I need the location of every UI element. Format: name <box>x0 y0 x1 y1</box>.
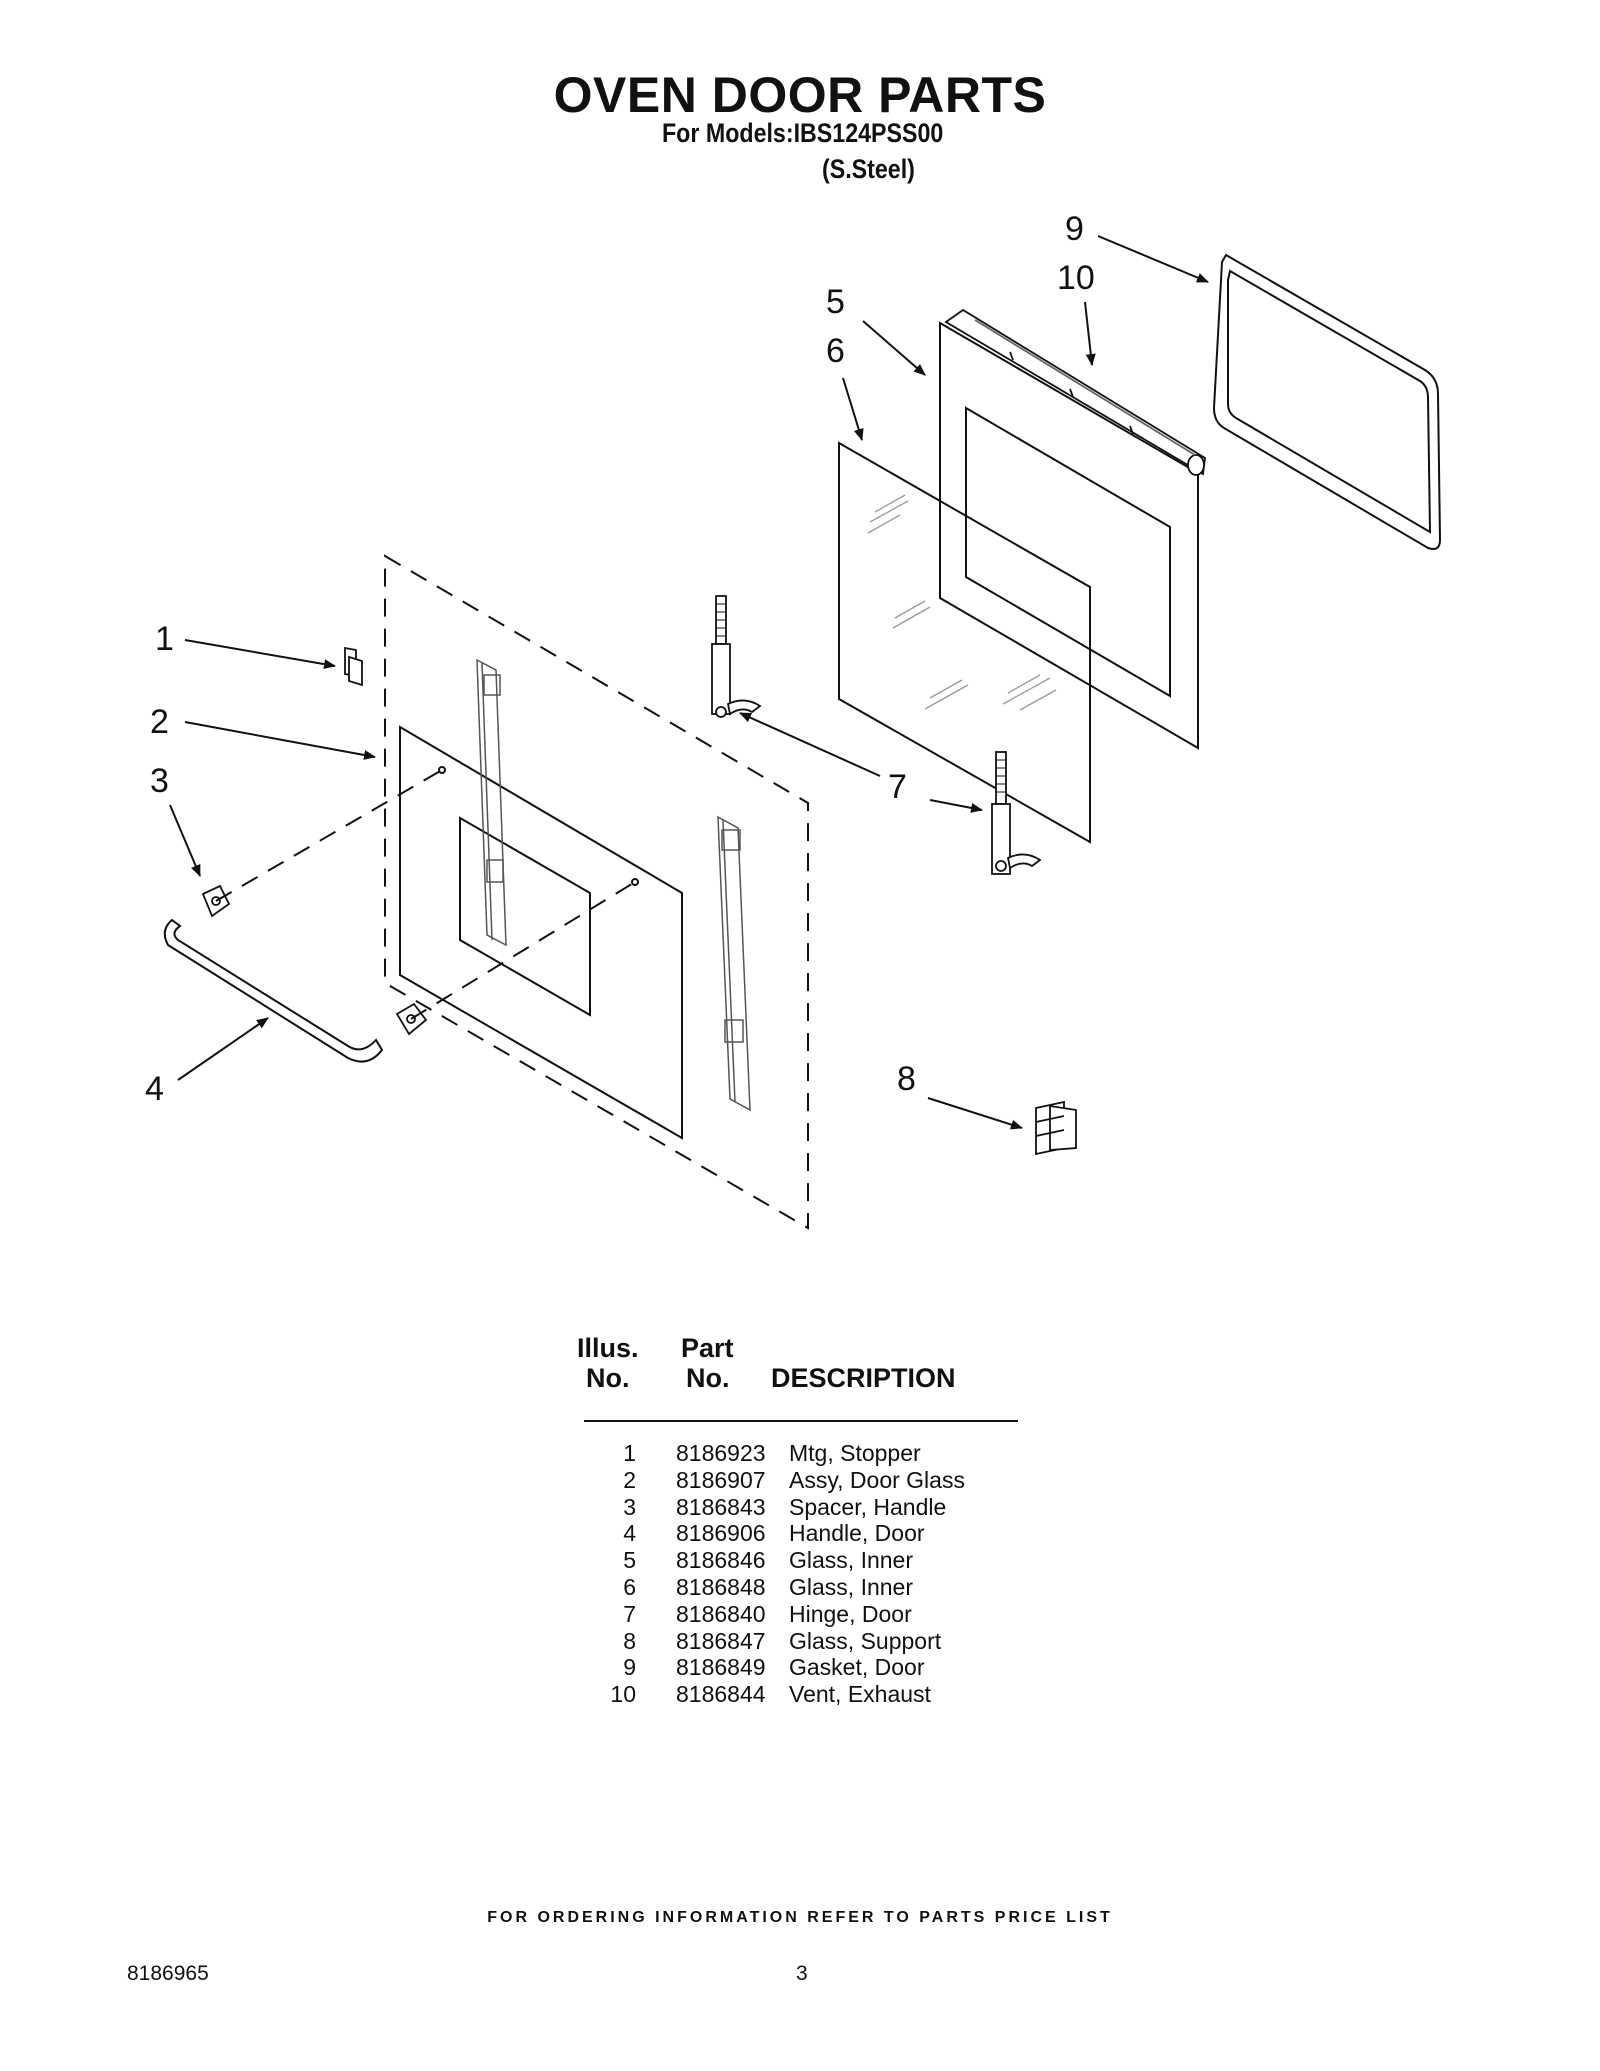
leader-7a <box>739 712 881 777</box>
part-no: 8186844 <box>676 1681 766 1708</box>
part-no: 8186847 <box>676 1627 766 1654</box>
description: Glass, Inner <box>789 1547 913 1574</box>
door-gasket-part <box>1212 253 1442 550</box>
part-no: 8186846 <box>676 1547 766 1574</box>
part-no: 8186840 <box>676 1600 766 1627</box>
table-row: 6 8186848 Glass, Inner <box>584 1574 1024 1601</box>
callout-2: 2 <box>150 703 169 741</box>
illus-no: 5 <box>623 1547 636 1574</box>
part-no: 8186848 <box>676 1573 766 1600</box>
illus-no: 7 <box>623 1600 636 1627</box>
callout-9: 9 <box>1065 210 1084 248</box>
leader-4 <box>177 1017 269 1081</box>
callout-3: 3 <box>150 762 169 800</box>
parts-table: 1 8186923 Mtg, Stopper 2 8186907 Assy, Door … <box>584 1440 1024 1708</box>
illus-no: 1 <box>623 1440 636 1466</box>
header-part-2: No. <box>686 1363 730 1393</box>
table-row: 4 8186906 Handle, Door <box>584 1520 1024 1547</box>
table-row: 8 8186847 Glass, Support <box>584 1628 1024 1655</box>
header-illus-1: Illus. <box>577 1333 639 1363</box>
door-hinge-lower-part <box>991 751 1042 875</box>
mounting-stopper-part <box>344 646 363 687</box>
description: Hinge, Door <box>789 1600 912 1627</box>
table-row: 3 8186843 Spacer, Handle <box>584 1494 1024 1521</box>
door-glass-assembly-part <box>399 725 683 1140</box>
description: Spacer, Handle <box>789 1493 947 1520</box>
leader-5 <box>862 320 926 376</box>
illus-no: 6 <box>623 1573 636 1600</box>
part-no: 8186923 <box>676 1440 766 1466</box>
door-channel-left <box>476 658 507 947</box>
part-no: 8186907 <box>676 1466 766 1493</box>
exhaust-vent-part <box>944 308 1206 476</box>
description: Assy, Door Glass <box>789 1466 965 1493</box>
door-channel-right <box>717 815 751 1112</box>
door-hinge-upper-part <box>711 595 762 718</box>
leader-9 <box>1097 235 1209 283</box>
table-rule <box>584 1420 1018 1422</box>
description: Vent, Exhaust <box>789 1681 931 1708</box>
callout-6: 6 <box>826 332 845 370</box>
color-line: (S.Steel) <box>822 154 915 184</box>
part-no: 8186906 <box>676 1520 766 1547</box>
page-title: OVEN DOOR PARTS <box>553 67 1047 123</box>
description: Mtg, Stopper <box>789 1440 921 1466</box>
leader-8 <box>927 1097 1023 1130</box>
callout-7: 7 <box>888 768 907 806</box>
header-part-1: Part <box>681 1333 734 1363</box>
document-number: 8186965 <box>127 1962 209 1985</box>
leader-3 <box>169 804 201 877</box>
callout-10: 10 <box>1057 259 1095 297</box>
description: Gasket, Door <box>789 1654 925 1681</box>
inner-glass-front-part <box>838 441 1091 844</box>
callout-1: 1 <box>155 620 174 658</box>
table-row: 7 8186840 Hinge, Door <box>584 1601 1024 1628</box>
leader-7b <box>929 799 983 813</box>
door-handle-part <box>163 918 384 1063</box>
header-illus-2: No. <box>586 1363 630 1393</box>
inner-glass-back-part <box>939 321 1199 750</box>
table-row: 10 8186844 Vent, Exhaust <box>584 1681 1024 1708</box>
part-no: 8186849 <box>676 1654 766 1681</box>
leader-2 <box>184 721 376 760</box>
illus-no: 8 <box>623 1627 636 1654</box>
illus-no: 10 <box>610 1681 636 1708</box>
leader-6 <box>842 377 864 441</box>
door-outline-dashed <box>384 554 809 1230</box>
description: Glass, Support <box>789 1627 942 1654</box>
leader-10 <box>1084 301 1096 366</box>
exploded-diagram <box>163 235 1442 1230</box>
illus-no: 2 <box>623 1466 636 1493</box>
leader-1 <box>184 639 336 670</box>
models-line: For Models:IBS124PSS00 <box>662 118 944 148</box>
glass-support-part <box>1035 1100 1077 1156</box>
callout-5: 5 <box>826 283 845 321</box>
description: Glass, Inner <box>789 1573 913 1600</box>
callout-4: 4 <box>145 1070 164 1108</box>
table-row: 1 8186923 Mtg, Stopper <box>584 1440 1024 1467</box>
illus-no: 3 <box>623 1493 636 1520</box>
table-row: 5 8186846 Glass, Inner <box>584 1547 1024 1574</box>
callout-8: 8 <box>897 1060 916 1098</box>
table-row: 9 8186849 Gasket, Door <box>584 1654 1024 1681</box>
illus-no: 9 <box>623 1654 636 1681</box>
ordering-note: FOR ORDERING INFORMATION REFER TO PARTS … <box>487 1909 1113 1926</box>
description: Handle, Door <box>789 1520 925 1547</box>
illus-no: 4 <box>623 1520 636 1547</box>
page-number: 3 <box>796 1962 808 1985</box>
table-row: 2 8186907 Assy, Door Glass <box>584 1467 1024 1494</box>
part-no: 8186843 <box>676 1493 766 1520</box>
header-description: DESCRIPTION <box>771 1363 956 1393</box>
